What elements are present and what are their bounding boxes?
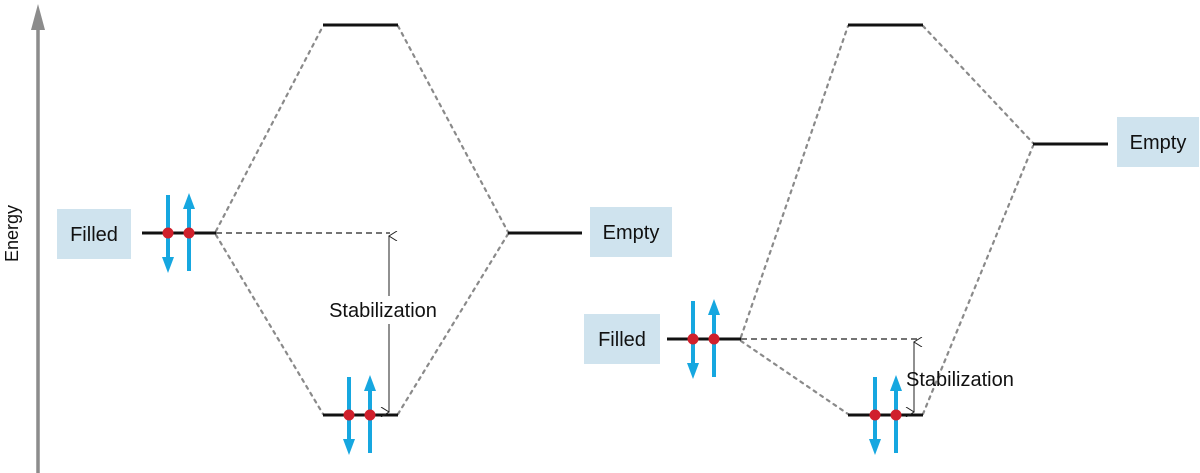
electron-pair — [343, 375, 376, 455]
electron-pair — [687, 299, 720, 379]
correlation-line — [396, 24, 510, 234]
electron-dot — [343, 409, 355, 421]
empty-label: Empty — [603, 222, 660, 244]
stabilization-label-bg — [318, 296, 446, 324]
electron-dot — [890, 409, 902, 421]
panel-right: Stabilization Filled Empty — [584, 23, 1199, 455]
energy-axis-arrowhead — [31, 4, 45, 30]
energy-axis: Energy — [2, 4, 45, 473]
electron-dot — [687, 333, 699, 345]
electron-pair — [162, 193, 195, 273]
correlation-line — [739, 24, 850, 339]
electron-pair — [869, 375, 902, 455]
electron-dot — [364, 409, 376, 421]
empty-label-box — [1117, 117, 1199, 167]
empty-label: Empty — [1130, 132, 1187, 154]
stabilization-label: Stabilization — [329, 300, 437, 322]
stabilization-label: Stabilization — [906, 369, 1014, 391]
correlation-line — [396, 232, 510, 416]
correlation-line — [921, 144, 1035, 416]
correlation-line — [214, 233, 325, 416]
filled-label: Filled — [598, 329, 646, 351]
panel-left: Stabilization Filled Empty — [57, 23, 672, 455]
correlation-line — [214, 24, 325, 233]
filled-label: Filled — [70, 224, 118, 246]
filled-label-box — [584, 314, 660, 364]
electron-dot — [869, 409, 881, 421]
empty-label-box — [590, 207, 672, 257]
energy-axis-label: Energy — [2, 205, 22, 262]
electron-dot — [183, 227, 195, 239]
electron-dot — [162, 227, 174, 239]
filled-label-box — [57, 209, 131, 259]
correlation-line — [921, 24, 1035, 145]
correlation-line — [739, 339, 850, 416]
electron-dot — [708, 333, 720, 345]
